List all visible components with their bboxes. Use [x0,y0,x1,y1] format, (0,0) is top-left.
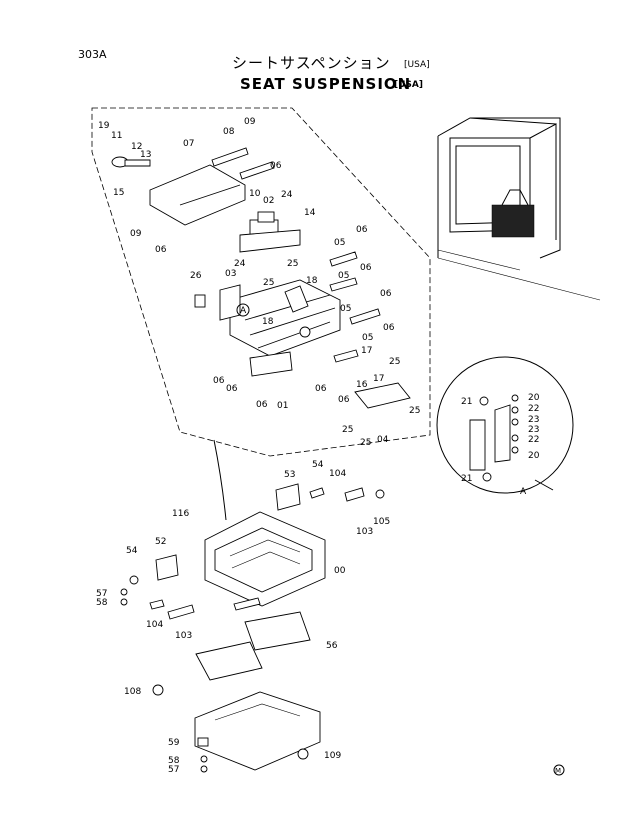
part-label: 104 [146,620,163,630]
part-label: 17 [361,346,372,356]
corner-mark-circle [553,764,565,776]
part-label: 54 [312,460,324,470]
part-label: 25 [342,425,353,435]
callout-a-label: A [240,306,247,316]
part-label: 03 [225,269,236,279]
title-japanese: シートサスペンション [232,54,391,72]
part-label: 22 [528,404,539,414]
part-label: 25 [360,438,371,448]
part-label: 13 [140,150,151,160]
part-label: 05 [334,238,345,248]
part-label: 16 [356,380,368,390]
corner-mark: M [555,767,561,775]
part-label: 109 [324,751,341,761]
part-label: 22 [528,435,539,445]
part-label: 103 [356,527,373,537]
part-label: 04 [377,435,389,445]
assembly-link-line [213,439,227,521]
part-label: 15 [113,188,124,198]
part-label: 06 [380,289,392,299]
part-label: 02 [263,196,274,206]
part-label: 00 [334,566,346,576]
lower-exploded-parts [120,483,385,773]
cab-illustration [437,117,601,301]
part-label: 23 [528,425,539,435]
part-label: 24 [234,259,246,269]
part-label: 10 [249,189,261,199]
part-label: 21 [461,397,472,407]
part-label: 07 [183,139,194,149]
part-label: 05 [340,304,351,314]
part-label: 12 [131,142,142,152]
part-label: 11 [111,131,122,141]
part-label: 26 [190,271,202,281]
callout-a-circle [236,303,250,317]
part-label: 104 [329,469,346,479]
part-label: 09 [244,117,256,127]
part-label: 23 [528,415,539,425]
part-label: 06 [226,384,238,394]
detail-a-label: A [520,487,527,497]
page-number: 303A [78,48,107,61]
part-label: 52 [155,537,166,547]
title-japanese-region-tag: [USA] [404,60,430,70]
part-label: 116 [172,509,189,519]
part-label: 54 [126,546,138,556]
part-label: 59 [168,738,180,748]
part-label: 18 [262,317,274,327]
part-label: 06 [270,161,282,171]
part-label: 25 [263,278,274,288]
part-label: 05 [338,271,349,281]
part-label: 53 [284,470,295,480]
part-label: 57 [96,589,107,599]
part-label: 14 [304,208,316,218]
part-label: 25 [389,357,400,367]
part-label: 06 [256,400,268,410]
detail-a-view [436,356,574,494]
part-label: 06 [315,384,327,394]
upper-assembly-boundary [91,107,431,457]
part-label: 17 [373,374,384,384]
upper-exploded-parts [111,147,411,409]
part-label: 20 [528,393,540,403]
part-label: 25 [287,259,298,269]
part-label: 19 [98,121,110,131]
part-label: 24 [281,190,293,200]
part-label: 06 [338,395,350,405]
part-label: 58 [168,756,180,766]
part-label: 06 [213,376,225,386]
part-label: 20 [528,451,540,461]
part-number-labels: 19 11 12 13 15 07 08 09 06 10 02 24 09 0… [96,117,561,775]
part-label: 18 [306,276,318,286]
part-label: 06 [155,245,167,255]
part-label: 05 [362,333,373,343]
detail-a-leader [534,479,554,491]
part-label: 21 [461,474,472,484]
part-label: 25 [409,406,420,416]
part-label: 08 [223,127,235,137]
part-label: 108 [124,687,141,697]
part-label: 58 [96,598,108,608]
part-label: 105 [373,517,390,527]
title-english-region-tag: [USA] [394,80,423,90]
part-label: 09 [130,229,142,239]
part-label: 56 [326,641,338,651]
part-label: 06 [356,225,368,235]
part-label: 01 [277,401,288,411]
part-label: 103 [175,631,192,641]
title-english: SEAT SUSPENSION [240,75,412,93]
part-label: 06 [383,323,395,333]
part-label: 06 [360,263,372,273]
part-label: 57 [168,765,179,775]
